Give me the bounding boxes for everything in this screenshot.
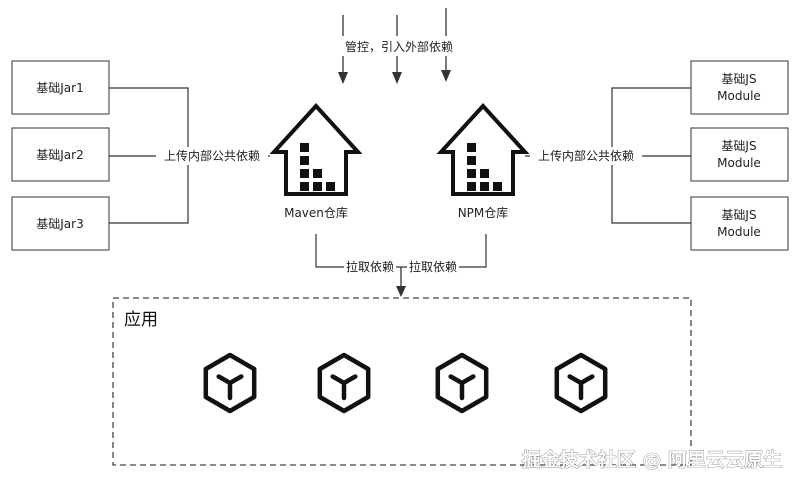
js-module-line1: 基础JS — [721, 72, 756, 86]
left-jar-boxes: 基础Jar1 基础Jar2 基础Jar3 — [11, 60, 110, 251]
top-control-label: 管控，引入外部依赖 — [345, 39, 453, 54]
jar-box-2: 基础Jar2 — [11, 127, 110, 182]
top-incoming-arrows: 管控，引入外部依赖 — [334, 8, 464, 84]
js-module-line2: Module — [717, 89, 761, 103]
warehouse-icon — [436, 103, 530, 196]
js-module-line2: Module — [717, 225, 761, 239]
js-module-box-3: 基础JS Module — [690, 196, 789, 251]
npm-repo-label: NPM仓库 — [458, 205, 509, 220]
app-cube-icon — [317, 352, 371, 414]
jar-box-1: 基础Jar1 — [11, 60, 110, 115]
jar-box-label: 基础Jar1 — [36, 81, 83, 95]
js-module-box-2: 基础JS Module — [690, 127, 789, 182]
watermark: 掘金技术社区 @ 阿里云云原生 — [522, 448, 782, 471]
jar-box-3: 基础Jar3 — [11, 196, 110, 251]
npm-repository: NPM仓库 — [436, 103, 530, 220]
pull-right-label: 拉取依赖 — [409, 259, 457, 274]
pull-connector: 拉取依赖 拉取依赖 — [315, 234, 487, 297]
js-module-line2: Module — [717, 156, 761, 170]
js-module-box-1: 基础JS Module — [690, 60, 789, 115]
maven-repository: Maven仓库 — [269, 103, 363, 220]
upload-left-label: 上传内部公共依赖 — [164, 148, 260, 163]
right-upload-connector: 上传内部公共依赖 — [525, 87, 691, 224]
left-upload-connector: 上传内部公共依赖 — [109, 87, 270, 224]
app-region-title: 应用 — [124, 310, 158, 330]
upload-right-label: 上传内部公共依赖 — [538, 148, 634, 163]
app-icons — [203, 352, 608, 414]
js-module-line1: 基础JS — [721, 208, 756, 222]
pull-left-label: 拉取依赖 — [346, 259, 394, 274]
right-js-boxes: 基础JS Module 基础JS Module 基础JS Module — [690, 60, 789, 251]
app-cube-icon — [203, 352, 257, 414]
jar-box-label: 基础Jar3 — [36, 217, 83, 231]
app-cube-icon — [435, 352, 489, 414]
app-region: 应用 — [112, 297, 692, 466]
warehouse-icon — [269, 103, 363, 196]
jar-box-label: 基础Jar2 — [36, 148, 83, 162]
app-cube-icon — [554, 352, 608, 414]
maven-repo-label: Maven仓库 — [284, 205, 348, 220]
js-module-line1: 基础JS — [721, 139, 756, 153]
